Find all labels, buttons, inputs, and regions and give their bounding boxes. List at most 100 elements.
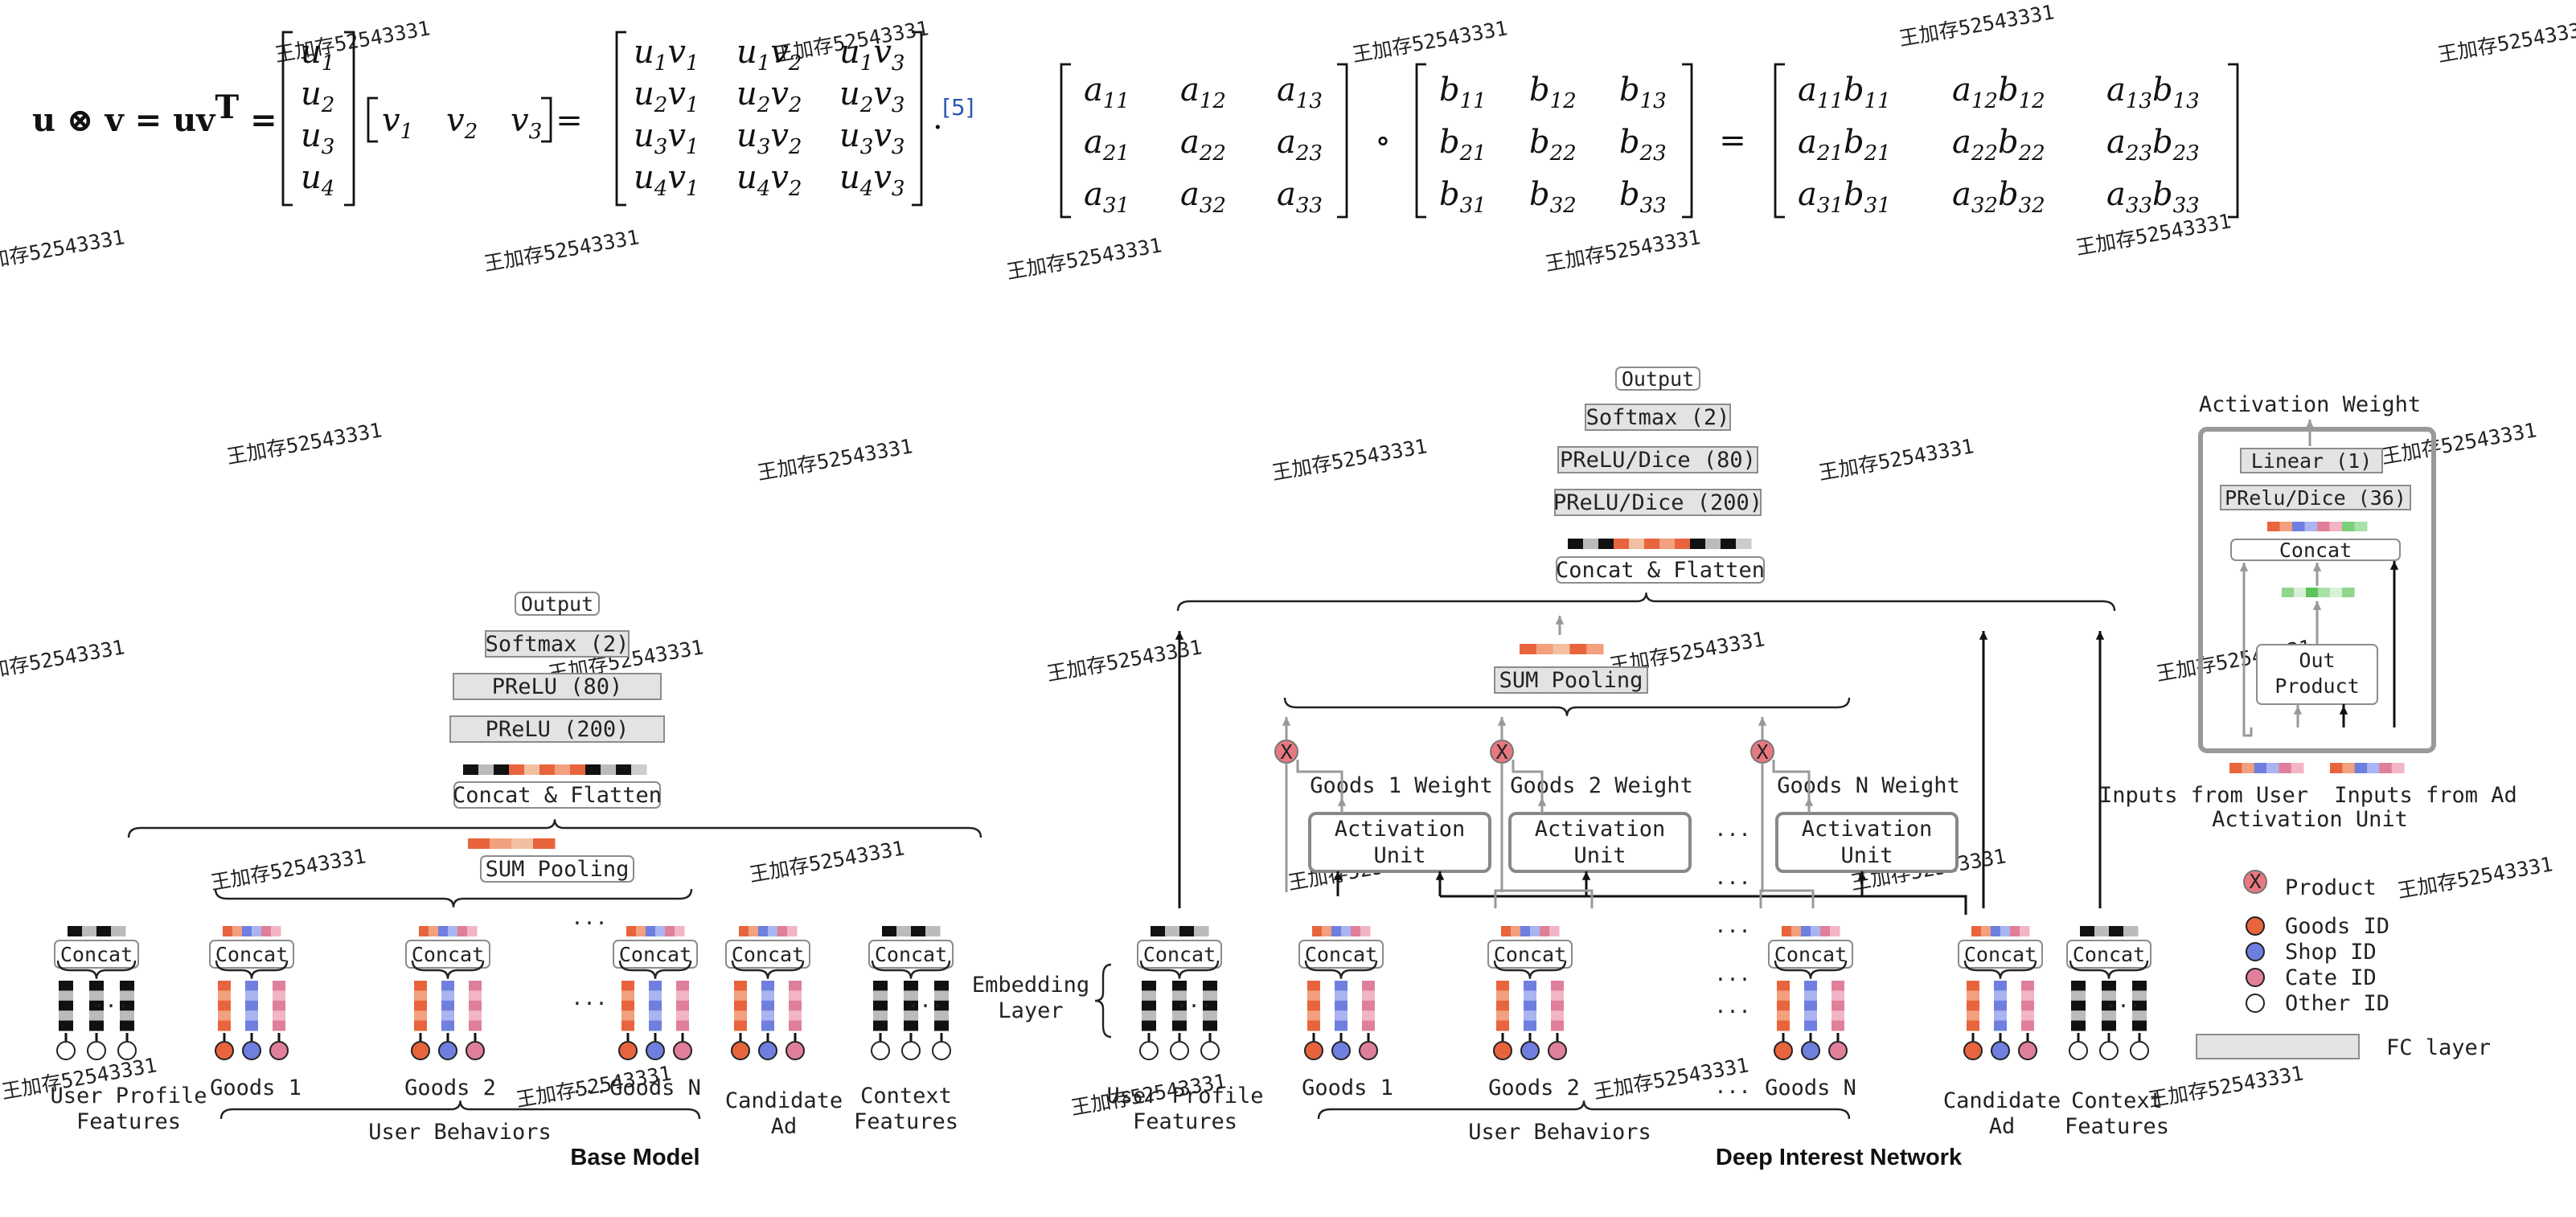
- base-goods-col-strip-cell: [273, 1010, 285, 1022]
- din-concat-0-emb-cell: [1165, 926, 1180, 936]
- base-profile-col-strip-cell: [59, 1010, 73, 1022]
- din-concat-flatten-box: [1556, 556, 1765, 584]
- din-goods-col-strip-cell: [1335, 1010, 1347, 1022]
- base-concat-3-emb-cell: [665, 926, 675, 936]
- legend-product-node: [2243, 870, 2267, 894]
- base-goods-col-strip-cell: [414, 990, 427, 1002]
- din-concat-3-emb-cell: [1782, 926, 1792, 936]
- base-concat-2-emb-cell: [448, 926, 458, 936]
- au-detail-user-emb-cell: [2279, 763, 2292, 773]
- din-goods-col-node: [1801, 1041, 1820, 1060]
- base-profile-col-strip-cell: [904, 981, 918, 991]
- watermark: 王加存52543331: [1005, 233, 1163, 283]
- base-goods-col-node: [758, 1041, 777, 1060]
- din-flat-emb-cell: [1736, 539, 1752, 549]
- watermark: 王加存52543331: [225, 418, 384, 468]
- din-goods-col-strip-cell: [1524, 1020, 1536, 1031]
- base-goods-col-node: [786, 1041, 805, 1060]
- base-concat-1-emb-cell: [261, 926, 272, 936]
- watermark: 王加存52543331: [1544, 225, 1702, 275]
- din-profile-col-dots: ...: [1175, 989, 1212, 1012]
- din-flat-emb-cell: [1675, 539, 1691, 549]
- din-flat-emb-cell: [1721, 539, 1737, 549]
- base-concat-1-emb-cell: [242, 926, 252, 936]
- din-arrow-profile-head: [1175, 631, 1184, 640]
- din-concat-1-emb-cell: [1331, 926, 1342, 936]
- base-profile-col-strip-cell: [873, 981, 888, 991]
- matrix-b-entry: b22: [1529, 124, 1577, 166]
- din-pool-brace: [1283, 697, 1851, 716]
- din-ellipsis-f: ...: [1714, 1075, 1750, 1098]
- din-goods-col-strip-cell: [1777, 981, 1790, 991]
- din-concat-0-emb-cell: [1151, 926, 1166, 936]
- din-goods2-link: [1494, 889, 1594, 908]
- base-concat-5-label: Concat: [875, 943, 947, 966]
- din-activation-unit-label: Activation: [1335, 817, 1466, 842]
- din-label-profile: User Profile: [1106, 1084, 1263, 1108]
- matrix-a-entry: a21: [1084, 124, 1130, 166]
- base-concat-0-emb-cell: [96, 926, 112, 936]
- din-profile-col-strip-cell: [1142, 1010, 1156, 1022]
- base-goods-col-strip-cell: [469, 1020, 482, 1031]
- din-goods-col-strip-cell: [1307, 1000, 1320, 1011]
- din-goods-col-strip-cell: [1967, 981, 1979, 991]
- base-goods-col-strip-cell: [273, 1020, 285, 1031]
- base-concat-3-box: [613, 940, 698, 969]
- din-profile-col-strip-cell: [1142, 981, 1156, 991]
- din-profile-col-strip-cell: [2102, 981, 2116, 991]
- din-profile-col-node: [2069, 1041, 2088, 1060]
- din-goods-col-node: [1828, 1041, 1848, 1060]
- result-entry: u2v1: [634, 76, 699, 117]
- base-goods-col-node: [269, 1041, 289, 1060]
- au-detail-product-emb-cell: [2282, 588, 2295, 597]
- din-profile-col-strip-cell: [2071, 981, 2086, 991]
- base-concat-2-emb-cell: [419, 926, 429, 936]
- citation-ref: [5]: [942, 94, 974, 121]
- din-goods-col-strip-cell: [1994, 990, 2007, 1002]
- base-concat-0-box: [54, 940, 139, 969]
- base-profile-col-strip-cell: [904, 1010, 918, 1022]
- base-profile-col-strip-cell: [934, 990, 949, 1002]
- din-concat-3-emb-cell: [1820, 926, 1831, 936]
- din-goods-col-strip-cell: [1551, 990, 1564, 1002]
- matrix-result-entry: a12b12: [1952, 72, 2045, 113]
- matrix-b-entry: b23: [1619, 124, 1667, 166]
- base-concat-4-box: [725, 940, 810, 969]
- din-concat-4-emb-cell: [1991, 926, 2001, 936]
- au-detail-concat-emb-cell: [2329, 522, 2343, 531]
- base-goods-col-strip-cell: [676, 1010, 689, 1022]
- din-goods-col-node: [1520, 1041, 1540, 1060]
- base-flat-emb-cell: [585, 764, 601, 775]
- din-concat-3-emb-cell: [1811, 926, 1821, 936]
- au-detail-inputs-user: Inputs from User: [2099, 783, 2308, 808]
- base-profile-col-node: [117, 1041, 137, 1060]
- base-goods-col-strip-cell: [441, 981, 454, 991]
- din-goods-col-strip-cell: [1362, 981, 1375, 991]
- base-goods-col-node: [215, 1041, 234, 1060]
- din-flat-emb-cell: [1644, 539, 1660, 549]
- din-output-box: [1615, 367, 1700, 391]
- base-goods-col-strip-cell: [273, 990, 285, 1002]
- base-profile-col-strip-cell: [120, 1010, 134, 1022]
- din-concat-1-box: [1298, 940, 1384, 969]
- din-weight-to-product: [1512, 760, 1544, 797]
- watermark: 王加存52543331: [209, 844, 367, 894]
- din-goods-col-strip-cell: [2021, 990, 2034, 1002]
- din-goods-col-strip-cell: [1551, 1020, 1564, 1031]
- base-goods-col-strip-cell: [621, 1010, 634, 1022]
- matrix-b-entry: b21: [1439, 124, 1487, 166]
- base-concat-flatten-box: [453, 781, 661, 809]
- din-ellipsis-c: ...: [1714, 914, 1750, 937]
- din-goods-col-strip-cell: [1832, 1020, 1844, 1031]
- base-concat-1-emb-cell: [232, 926, 243, 936]
- base-flat-emb-cell: [494, 764, 510, 775]
- din-concat-3-box: [1768, 940, 1853, 969]
- din-goods-col-strip-cell: [2021, 1010, 2034, 1022]
- base-profile-col-strip-cell: [873, 1000, 888, 1011]
- din-profile-col-strip-cell: [1172, 1010, 1187, 1022]
- base-goods-col-strip-cell: [621, 981, 634, 991]
- base-goods-col-strip-cell: [789, 1000, 802, 1011]
- din-goods-col-strip-cell: [1967, 1020, 1979, 1031]
- matrix-b-bracket-left: [1415, 63, 1426, 219]
- din-concat-1-emb-cell: [1322, 926, 1332, 936]
